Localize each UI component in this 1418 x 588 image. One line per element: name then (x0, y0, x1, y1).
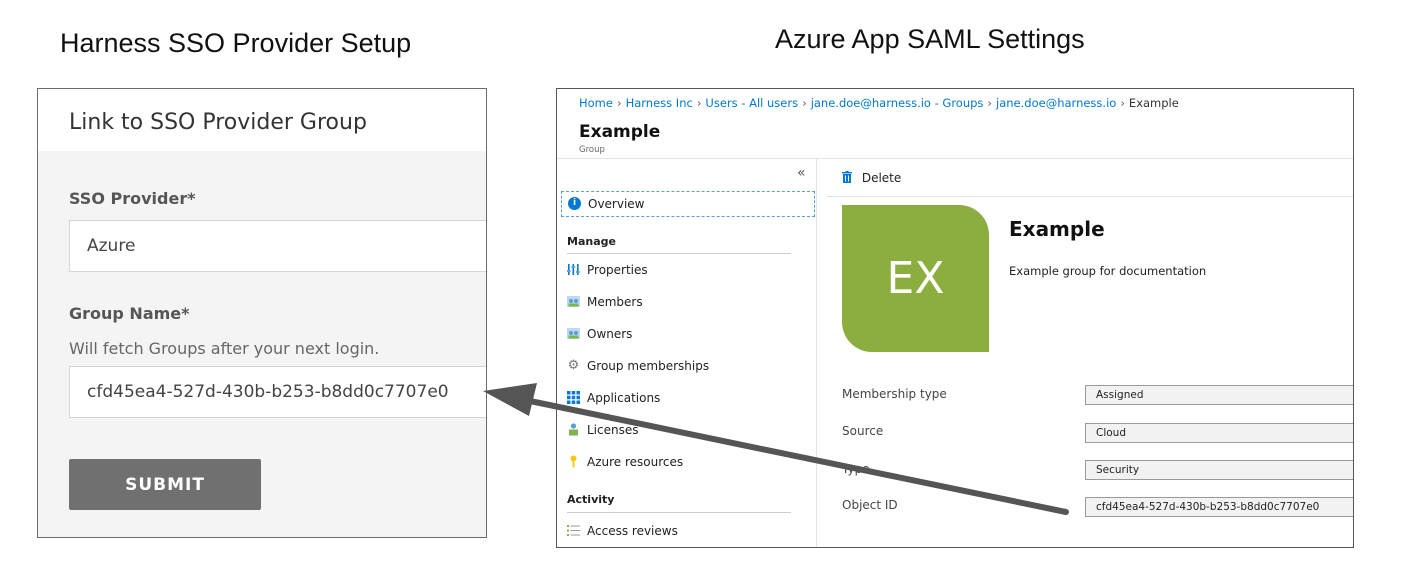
sso-provider-field[interactable]: Azure (69, 220, 486, 272)
harness-caption: Harness SSO Provider Setup (60, 28, 412, 58)
membership-type-value: Assigned (1085, 385, 1353, 405)
group-avatar: EX (842, 205, 989, 352)
chevron-right-icon: › (1120, 96, 1125, 110)
sidebar-item-label: Overview (588, 197, 645, 211)
object-id-value[interactable]: cfd45ea4-527d-430b-b253-b8dd0c7707e0 (1085, 497, 1353, 517)
group-description: Example group for documentation (1009, 264, 1207, 278)
members-icon (567, 295, 580, 308)
azure-caption: Azure App SAML Settings (775, 24, 1085, 54)
submit-button[interactable]: SUBMIT (69, 459, 261, 510)
collapse-sidebar-icon[interactable]: « (797, 165, 806, 181)
page-title: Example (579, 122, 661, 142)
sidebar-item-label: Group memberships (587, 359, 710, 373)
sidebar-item-licenses[interactable]: Licenses (561, 418, 815, 444)
azure-group-panel: Home›Harness Inc›Users - All users›jane.… (556, 88, 1354, 548)
type-value: Security (1085, 460, 1353, 480)
sso-provider-label: SSO Provider* (69, 189, 196, 208)
manage-divider (567, 253, 791, 254)
group-name-label: Group Name* (69, 304, 190, 323)
breadcrumb-users[interactable]: Users - All users (705, 96, 799, 110)
command-bar: Delete (827, 159, 1353, 197)
chevron-right-icon: › (802, 96, 807, 110)
sidebar-item-access-reviews[interactable]: Access reviews (561, 519, 815, 545)
sidebar-item-label: Access reviews (587, 524, 678, 538)
applications-grid-icon (567, 391, 580, 404)
chevron-right-icon: › (616, 96, 622, 110)
breadcrumb-user-groups[interactable]: jane.doe@harness.io - Groups (810, 96, 984, 110)
sidebar: « i Overview Manage Properties Members O… (557, 159, 817, 547)
sidebar-item-label: Azure resources (587, 455, 684, 469)
breadcrumb-user[interactable]: jane.doe@harness.io (996, 96, 1117, 110)
breadcrumb-home[interactable]: Home (579, 96, 613, 110)
page-subtitle: Group (579, 145, 605, 155)
sidebar-item-label: Applications (587, 391, 661, 405)
sidebar-item-label: Owners (587, 327, 633, 341)
activity-divider (567, 512, 791, 513)
chevron-right-icon: › (987, 96, 993, 110)
delete-button[interactable]: Delete (842, 171, 901, 185)
delete-label: Delete (861, 171, 902, 185)
sidebar-item-properties[interactable]: Properties (561, 258, 815, 284)
membership-type-label: Membership type (842, 387, 947, 401)
sidebar-item-overview[interactable]: i Overview (561, 191, 815, 217)
properties-icon (567, 263, 580, 276)
sidebar-item-label: Properties (587, 263, 648, 277)
sidebar-item-applications[interactable]: Applications (561, 386, 815, 412)
object-id-label: Object ID (842, 498, 898, 512)
type-label: Type (842, 462, 870, 476)
harness-sso-panel: Link to SSO Provider Group SSO Provider*… (37, 88, 487, 538)
panel-title: Link to SSO Provider Group (38, 89, 486, 151)
sidebar-item-label: Licenses (587, 423, 639, 437)
manage-heading: Manage (567, 235, 616, 248)
activity-heading: Activity (567, 493, 615, 506)
group-name-hint: Will fetch Groups after your next login. (69, 339, 380, 358)
owners-icon (567, 327, 580, 340)
trash-icon (842, 171, 856, 185)
sidebar-item-azure-resources[interactable]: Azure resources (561, 450, 815, 476)
group-name: Example (1009, 217, 1105, 241)
info-icon: i (568, 197, 581, 210)
access-reviews-icon (567, 524, 580, 537)
breadcrumb-current: Example (1128, 96, 1179, 110)
group-name-field[interactable]: cfd45ea4-527d-430b-b253-b8dd0c7707e0 (69, 366, 486, 418)
source-value: Cloud (1085, 423, 1353, 443)
sidebar-item-label: Members (587, 295, 643, 309)
sidebar-item-owners[interactable]: Owners (561, 322, 815, 348)
source-label: Source (842, 424, 884, 438)
breadcrumb-tenant[interactable]: Harness Inc (625, 96, 693, 110)
sidebar-item-members[interactable]: Members (561, 290, 815, 316)
sidebar-item-group-memberships[interactable]: ⚙ Group memberships (561, 354, 815, 380)
gear-icon: ⚙ (567, 358, 580, 373)
chevron-right-icon: › (696, 96, 702, 110)
breadcrumb: Home›Harness Inc›Users - All users›jane.… (579, 96, 1179, 110)
header-divider (557, 158, 1353, 159)
licenses-icon (567, 423, 580, 436)
key-icon (567, 455, 580, 468)
